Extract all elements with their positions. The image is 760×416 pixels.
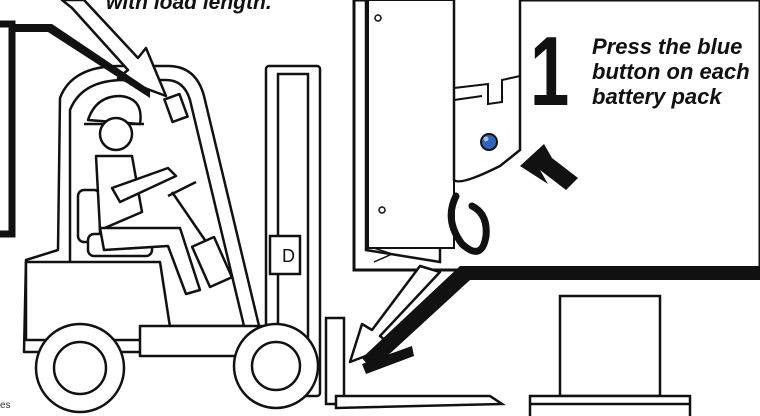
instruction-line: button on each [592,59,750,84]
load-box [528,294,692,416]
forklift-forks [324,316,506,410]
instruction-line: Press the blue [592,34,743,59]
blue-button [480,133,498,151]
wall-top-line [12,24,150,98]
step-number: 1 [530,16,570,126]
instruction-line: battery pack [592,84,722,109]
forklift-mast: D [264,64,322,398]
corner-text-fragment: es [0,400,11,411]
callout-arrow-top [60,0,168,98]
guide-line-lower [362,346,414,374]
press-arrow [520,144,578,190]
operator-figure [84,94,202,296]
battery-pack-panel [352,0,760,272]
svg-text:D: D [282,246,295,266]
step-instruction: Press the blue button on each battery pa… [592,34,760,109]
caption-fragment: with load length. [106,0,272,14]
blue-button-highlight [483,136,489,142]
background-wall [0,20,16,238]
guide-line [362,266,760,370]
